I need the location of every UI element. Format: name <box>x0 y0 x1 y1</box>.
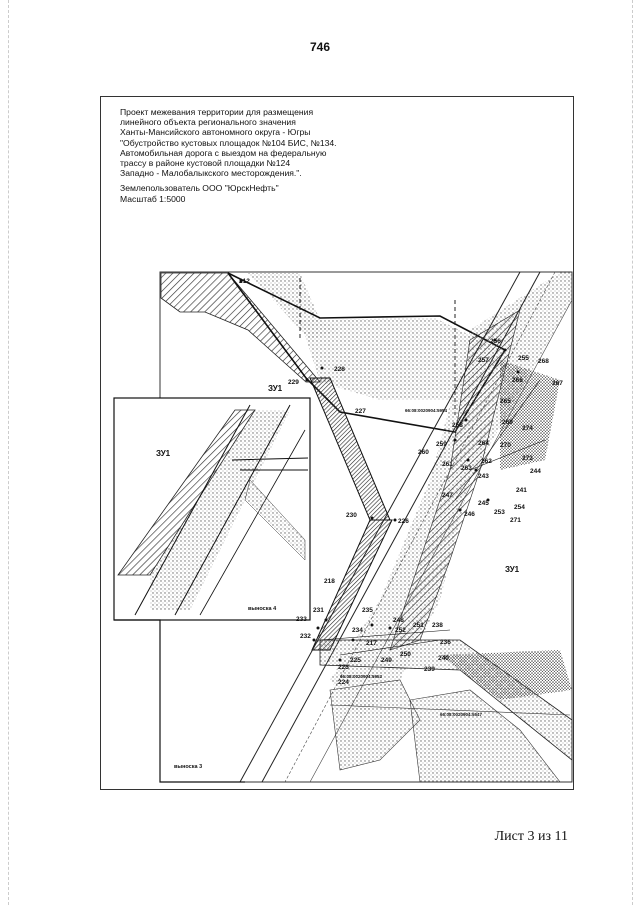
lower-line <box>329 704 571 716</box>
title-line: линейного объекта регионального значения <box>120 117 296 128</box>
point-line <box>339 639 441 656</box>
zone-label: ЗУ1 <box>156 449 171 458</box>
point-label: 236 <box>440 639 451 646</box>
point-label: 218 <box>324 578 335 585</box>
point-label: 256 <box>490 338 501 345</box>
landowner-line: Землепользователь ООО "ЮрскНефть" <box>120 183 279 194</box>
point-label: 231 <box>313 607 324 614</box>
cadastre-id: 66:08:0020904:5953 <box>340 674 383 679</box>
zone-label: ЗУ1 <box>505 565 520 574</box>
point-label: 249 <box>381 657 392 664</box>
road-line <box>261 271 541 783</box>
inset-stipple <box>150 410 290 610</box>
point-label: 269 <box>502 419 513 426</box>
point-label: 271 <box>510 517 521 524</box>
point-label: 238 <box>432 622 443 629</box>
point-label: 225 <box>350 657 361 664</box>
point-label: 243 <box>478 473 489 480</box>
point-label: 265 <box>500 398 511 405</box>
point-line <box>469 439 546 471</box>
point-label: 223 <box>338 664 349 671</box>
cadastre-id: 66:08:0020904:5547 <box>440 712 483 717</box>
inset-3-frame <box>114 619 245 783</box>
title-line: Проект межевания территории для размещен… <box>120 107 314 117</box>
point-label: 267 <box>552 380 563 387</box>
point-label: 217 <box>366 640 377 647</box>
point-label: 250 <box>400 651 411 658</box>
title-block: Проект межевания территории для размещен… <box>120 107 337 204</box>
point-label: 258 <box>452 422 463 429</box>
branch-area <box>440 650 572 700</box>
point-label: 233 <box>296 616 307 623</box>
point-label: 226 <box>398 518 409 525</box>
point-label: 264 <box>478 440 489 447</box>
title-line: Автомобильная дорога с выездом на федера… <box>120 147 327 158</box>
inset-line <box>174 404 291 616</box>
point-label: 274 <box>522 425 533 432</box>
point-line <box>454 379 541 501</box>
sheet-number: Лист 3 из 11 <box>494 829 568 844</box>
point-label: 239 <box>424 666 435 673</box>
point-label: 229 <box>288 379 299 386</box>
inset-branch <box>244 479 306 561</box>
point-label: 257 <box>478 357 489 364</box>
point-label: 255 <box>518 355 529 362</box>
point-label: 253 <box>494 509 505 516</box>
point-label: 263 <box>461 465 472 472</box>
cluster-area <box>500 360 560 470</box>
inset-line <box>199 429 306 616</box>
inset-crossing <box>231 457 309 471</box>
inset-3-label: выноска 3 <box>174 764 202 770</box>
point-label: 227 <box>355 408 366 415</box>
inset-line <box>134 404 251 616</box>
point-label: 259 <box>436 441 447 448</box>
title-line: трассу в районе кустовой площадки №124 <box>120 158 291 169</box>
point-label: 268 <box>538 358 549 365</box>
point-label: 254 <box>514 504 525 511</box>
point-label: 262 <box>481 458 492 465</box>
hatched-territory <box>160 272 321 383</box>
point-label: 240 <box>438 655 449 662</box>
title-line: Западно - Малобалыкского месторождения."… <box>120 168 302 179</box>
title-line: "Обустройство кустовых площадок №104 БИС… <box>120 137 337 148</box>
zone-label: ЗУ1 <box>268 384 283 393</box>
point-label: 247 <box>442 492 453 499</box>
point-label: 266 <box>512 377 523 384</box>
point-label: 245 <box>478 500 489 507</box>
lower-area <box>409 689 561 783</box>
point-label: 235 <box>362 607 373 614</box>
point-label: 224 <box>338 679 349 686</box>
point-label: 230 <box>346 512 357 519</box>
point-label: 234 <box>352 627 363 634</box>
point-label: 212 <box>239 278 250 285</box>
point-label: 260 <box>418 449 429 456</box>
point-label: 228 <box>334 366 345 373</box>
point-label: 252 <box>395 627 406 634</box>
map-frame <box>100 96 574 790</box>
cadastre-id: 66:08:0020904:5954 <box>405 408 448 413</box>
point-line <box>319 629 451 641</box>
point-label: 241 <box>516 487 527 494</box>
road-line <box>239 271 521 783</box>
point-label: 248 <box>393 617 404 624</box>
point-label: 261 <box>442 461 453 468</box>
point-label: 251 <box>413 622 424 629</box>
point-label: 273 <box>522 455 533 462</box>
inset-4-label: выноска 4 <box>248 606 277 612</box>
stippled-field <box>300 318 500 400</box>
lower-area <box>329 679 421 771</box>
point-label: 244 <box>530 468 541 475</box>
page-number: 746 <box>309 40 331 54</box>
scale-line: Масштаб 1:5000 <box>120 193 186 204</box>
branch-road <box>319 639 573 761</box>
point-label: 246 <box>464 511 475 518</box>
point-label: 232 <box>300 633 311 640</box>
title-line: Ханты-Мансийского автономного округа - Ю… <box>120 127 311 138</box>
point-label: 270 <box>500 442 511 449</box>
road-line <box>284 271 556 783</box>
